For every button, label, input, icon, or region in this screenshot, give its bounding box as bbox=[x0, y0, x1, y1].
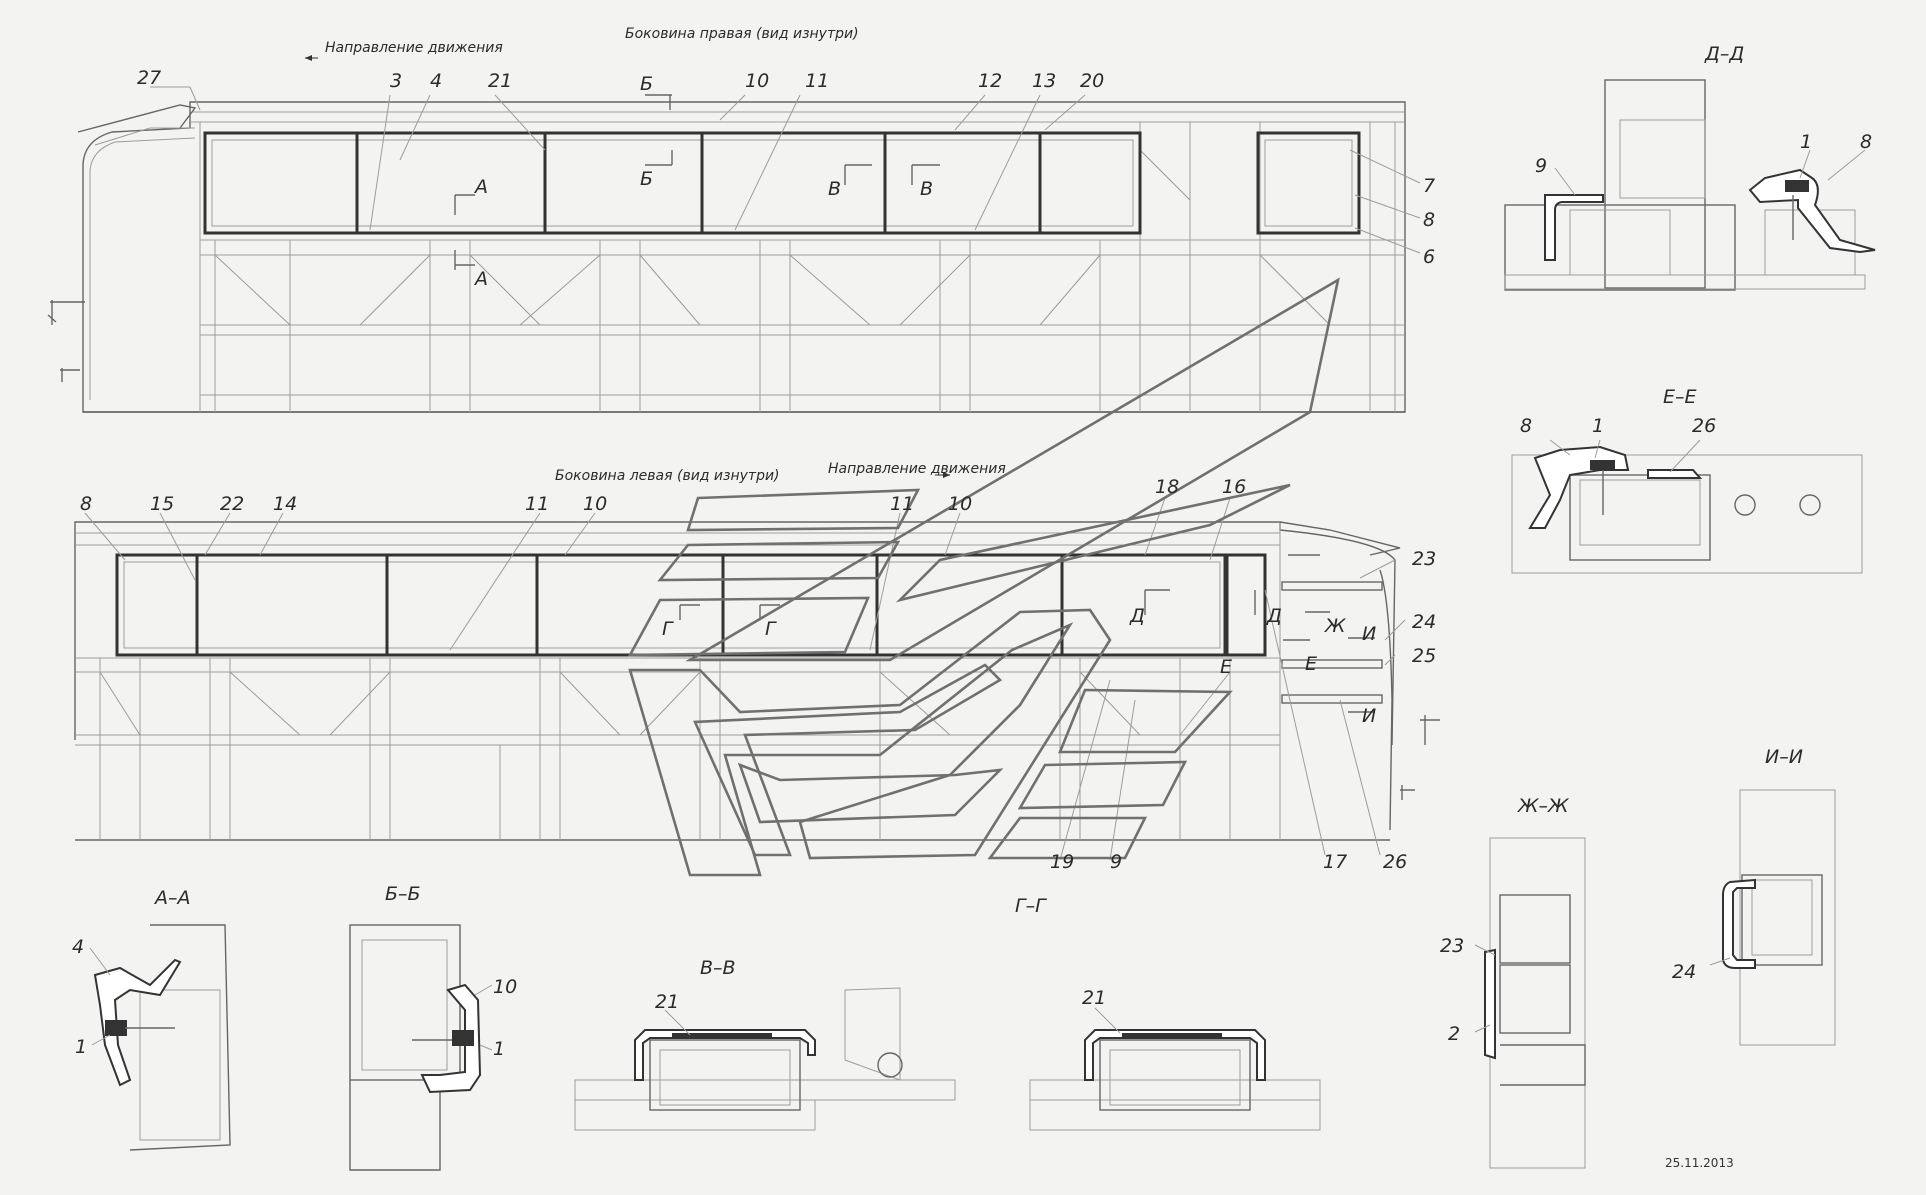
section-mark: В bbox=[828, 178, 841, 200]
callout: 3 bbox=[390, 70, 402, 92]
drawing-date: 25.11.2013 bbox=[1665, 1156, 1734, 1170]
callout: 11 bbox=[890, 493, 914, 515]
callout: 24 bbox=[1412, 611, 1436, 633]
section-mark: Г bbox=[765, 618, 777, 640]
callout: 21 bbox=[488, 70, 512, 92]
labels: Направление движения Боковина правая (ви… bbox=[72, 26, 1872, 1170]
section-title-gg: Г–Г bbox=[1015, 895, 1047, 917]
section-mark: А bbox=[473, 268, 488, 290]
callout: 8 bbox=[1860, 131, 1872, 153]
left-side-view bbox=[74, 472, 1440, 861]
section-mark: Г bbox=[662, 618, 674, 640]
callout: 23 bbox=[1440, 935, 1464, 957]
callout: 27 bbox=[137, 67, 161, 89]
callout: 22 bbox=[220, 493, 244, 515]
section-mark: В bbox=[920, 178, 933, 200]
section-aa bbox=[89, 924, 231, 1151]
section-title-bb: Б–Б bbox=[385, 883, 421, 905]
callout: 9 bbox=[1110, 851, 1122, 873]
callout: 1 bbox=[493, 1038, 505, 1060]
watermark-logo bbox=[627, 277, 1340, 877]
section-ee bbox=[1511, 439, 1863, 574]
section-bb bbox=[349, 924, 493, 1171]
callout: 1 bbox=[75, 1036, 87, 1058]
section-ii bbox=[1709, 789, 1836, 1046]
caption-direction-top: Направление движения bbox=[325, 40, 503, 56]
section-mark: Ж bbox=[1324, 615, 1347, 637]
callout: 10 bbox=[583, 493, 607, 515]
callout: 18 bbox=[1155, 476, 1179, 498]
caption-left-side: Боковина левая (вид изнутри) bbox=[555, 468, 780, 484]
callout: 6 bbox=[1423, 246, 1435, 268]
right-side-view bbox=[47, 55, 1421, 413]
callout: 4 bbox=[72, 936, 84, 958]
callout: 17 bbox=[1323, 851, 1347, 873]
callout: 15 bbox=[150, 493, 174, 515]
callout: 20 bbox=[1080, 70, 1104, 92]
section-title-ii: И–И bbox=[1765, 746, 1803, 768]
callout: 26 bbox=[1692, 415, 1716, 437]
callout: 11 bbox=[525, 493, 549, 515]
section-mark: И bbox=[1362, 705, 1376, 727]
section-mark: Б bbox=[640, 168, 653, 190]
section-mark: Д bbox=[1266, 605, 1282, 627]
section-title-ee: Е–Е bbox=[1663, 386, 1697, 408]
callout: 24 bbox=[1672, 961, 1696, 983]
callout: 1 bbox=[1592, 415, 1604, 437]
callout: 23 bbox=[1412, 548, 1436, 570]
callout: 13 bbox=[1032, 70, 1056, 92]
section-mark: Д bbox=[1129, 605, 1145, 627]
callout: 8 bbox=[1423, 209, 1435, 231]
section-mark: Б bbox=[640, 73, 653, 95]
callout: 2 bbox=[1448, 1023, 1460, 1045]
callout: 14 bbox=[273, 493, 297, 515]
section-mark: А bbox=[473, 176, 488, 198]
section-zhzh bbox=[1474, 837, 1586, 1169]
section-mark: И bbox=[1362, 623, 1376, 645]
section-vv bbox=[574, 987, 956, 1131]
callout: 21 bbox=[1082, 987, 1106, 1009]
caption-right-side: Боковина правая (вид изнутри) bbox=[625, 26, 859, 42]
callout: 8 bbox=[80, 493, 92, 515]
section-mark: Е bbox=[1220, 656, 1232, 678]
callout: 12 bbox=[978, 70, 1002, 92]
callout: 10 bbox=[493, 976, 517, 998]
caption-direction-bottom: Направление движения bbox=[828, 461, 1006, 477]
section-mark: Е bbox=[1305, 653, 1317, 675]
callout: 19 bbox=[1050, 851, 1074, 873]
callout: 21 bbox=[655, 991, 679, 1013]
section-title-zhzh: Ж–Ж bbox=[1517, 795, 1570, 817]
callout: 11 bbox=[805, 70, 829, 92]
section-title-vv: В–В bbox=[700, 957, 736, 979]
callout: 7 bbox=[1423, 175, 1435, 197]
callout: 26 bbox=[1383, 851, 1407, 873]
section-title-dd: Д–Д bbox=[1704, 43, 1744, 65]
section-title-aa: А–А bbox=[153, 887, 191, 909]
callout: 4 bbox=[430, 70, 442, 92]
callout: 16 bbox=[1222, 476, 1246, 498]
callout: 8 bbox=[1520, 415, 1532, 437]
callout: 1 bbox=[1800, 131, 1812, 153]
callout: 10 bbox=[745, 70, 769, 92]
section-dd bbox=[1504, 79, 1876, 291]
callout: 9 bbox=[1535, 155, 1547, 177]
section-gg bbox=[1029, 1007, 1321, 1131]
callout: 25 bbox=[1412, 645, 1436, 667]
callout: 10 bbox=[948, 493, 972, 515]
